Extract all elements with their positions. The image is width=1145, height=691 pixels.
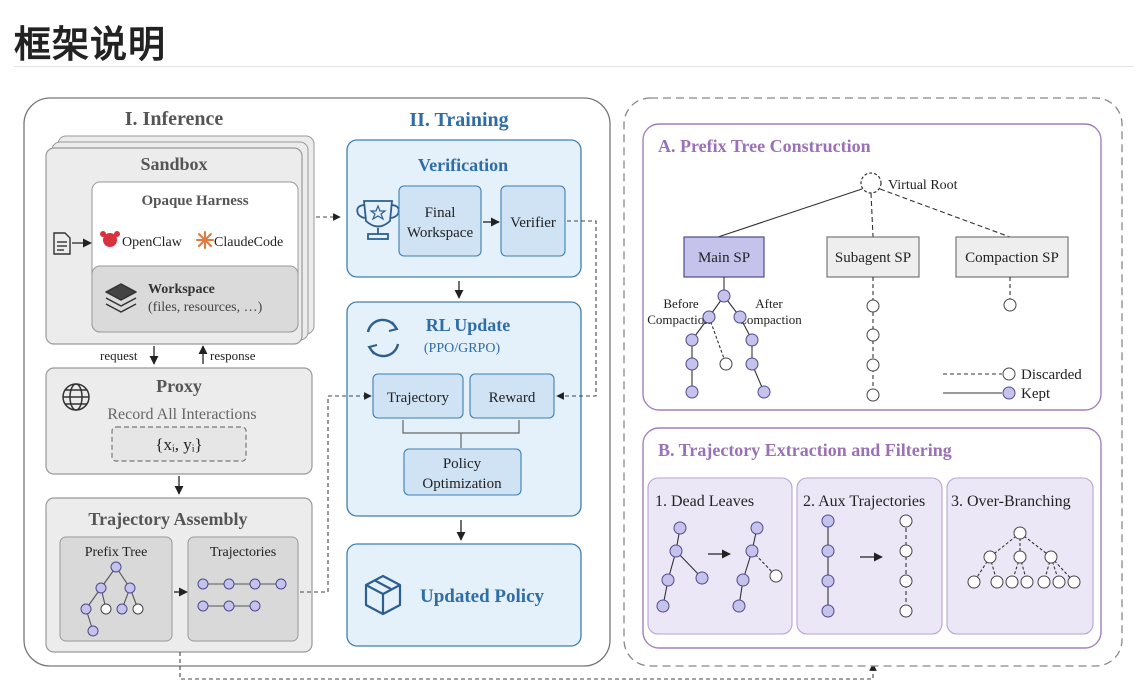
refresh-icon bbox=[366, 318, 400, 358]
before-compaction-line2: Compaction bbox=[647, 312, 711, 327]
final-workspace-line1: Final bbox=[425, 205, 456, 221]
compaction-sp-label: Compaction SP bbox=[965, 250, 1059, 266]
verifier-box bbox=[500, 185, 566, 257]
dead-leaves-case bbox=[647, 477, 793, 635]
dead-leaves-before-nodes bbox=[656, 521, 709, 613]
trajectory-label: Trajectory bbox=[387, 390, 449, 406]
aux-trajectories-label: 2. Aux Trajectories bbox=[803, 493, 925, 510]
updated-policy-panel bbox=[346, 543, 582, 647]
response-label: response bbox=[210, 348, 256, 363]
layers-icon bbox=[105, 283, 137, 313]
openclaw-icon bbox=[100, 231, 120, 247]
main-sp-label: Main SP bbox=[698, 250, 750, 266]
document-icon bbox=[53, 232, 71, 255]
sandbox-title: Sandbox bbox=[140, 154, 207, 174]
feedback-connector bbox=[179, 652, 877, 680]
updated-policy-title: Updated Policy bbox=[420, 586, 545, 607]
before-compaction-line1: Before bbox=[663, 296, 699, 311]
compaction-sp-box bbox=[955, 236, 1069, 278]
merge-bracket bbox=[402, 420, 520, 448]
request-label: request bbox=[100, 348, 138, 363]
box-icon bbox=[364, 574, 402, 616]
policy-line2: Optimization bbox=[422, 476, 502, 492]
harness-title: Opaque Harness bbox=[141, 193, 248, 209]
training-title: II. Training bbox=[409, 109, 508, 131]
proxy-title: Proxy bbox=[156, 376, 202, 396]
policy-line1: Policy bbox=[443, 456, 482, 472]
claudecode-icon bbox=[196, 231, 214, 249]
trajectories-mini-label: Trajectories bbox=[210, 545, 276, 560]
main-tree-nodes bbox=[685, 289, 771, 399]
after-compaction-line1: After bbox=[755, 296, 783, 311]
verifier-to-reward-connector bbox=[556, 220, 597, 400]
trajectories-mini-nodes bbox=[197, 578, 287, 612]
over-branching-label: 3. Over-Branching bbox=[951, 493, 1071, 510]
title-divider bbox=[14, 66, 1134, 67]
inference-title: I. Inference bbox=[125, 108, 224, 130]
reward-label: Reward bbox=[489, 390, 536, 406]
legend-discarded-label: Discarded bbox=[1021, 367, 1082, 383]
page-title: 框架说明 bbox=[14, 23, 166, 66]
trajectories-to-trajectory-connector bbox=[300, 392, 372, 593]
aux-after-chain bbox=[899, 514, 913, 618]
subagent-sp-box bbox=[826, 236, 920, 278]
prefix-tree-title: A. Prefix Tree Construction bbox=[658, 136, 871, 156]
virtual-root-label: Virtual Root bbox=[888, 178, 958, 193]
after-compaction-line2: Compaction bbox=[738, 312, 802, 327]
verifier-label: Verifier bbox=[510, 215, 556, 231]
assembly-title: Trajectory Assembly bbox=[88, 509, 247, 529]
final-workspace-box bbox=[398, 185, 482, 257]
dead-leaves-label: 1. Dead Leaves bbox=[655, 493, 754, 510]
rl-update-subtitle: (PPO/GRPO) bbox=[424, 341, 501, 356]
interaction-formula: {xᵢ, yᵢ} bbox=[155, 435, 202, 454]
verification-title: Verification bbox=[418, 155, 508, 175]
proxy-subtitle: Record All Interactions bbox=[107, 406, 256, 423]
virtual-root-node bbox=[860, 172, 882, 194]
extraction-title: B. Trajectory Extraction and Filtering bbox=[658, 440, 952, 460]
trajectories-mini-box bbox=[187, 536, 299, 642]
dead-leaves-after-nodes bbox=[732, 521, 783, 613]
workspace-title: Workspace bbox=[148, 282, 215, 297]
prefix-tree-mini-label: Prefix Tree bbox=[85, 545, 148, 560]
subagent-chain bbox=[866, 277, 880, 402]
tree-legend bbox=[943, 367, 1016, 400]
aux-before-chain bbox=[821, 514, 835, 618]
reward-box bbox=[469, 373, 555, 419]
openclaw-label: OpenClaw bbox=[122, 235, 183, 250]
subagent-sp-label: Subagent SP bbox=[835, 250, 911, 266]
compaction-chain bbox=[1003, 277, 1017, 312]
root-edges bbox=[717, 188, 1011, 238]
interaction-record-box bbox=[111, 426, 247, 462]
rl-update-title: RL Update bbox=[426, 315, 511, 335]
main-sp-box bbox=[683, 236, 765, 278]
workspace-desc: (files, resources, …) bbox=[148, 300, 263, 315]
workspace-box bbox=[91, 265, 299, 333]
globe-icon bbox=[62, 383, 90, 411]
final-workspace-line2: Workspace bbox=[407, 225, 474, 241]
trajectory-box bbox=[372, 373, 464, 419]
policy-optimization-box bbox=[403, 448, 522, 496]
prefix-tree-mini-nodes bbox=[80, 561, 144, 637]
trophy-icon bbox=[356, 200, 400, 240]
claudecode-label: ClaudeCode bbox=[214, 235, 283, 250]
over-branching-nodes bbox=[967, 526, 1081, 589]
legend-kept-label: Kept bbox=[1021, 386, 1051, 402]
